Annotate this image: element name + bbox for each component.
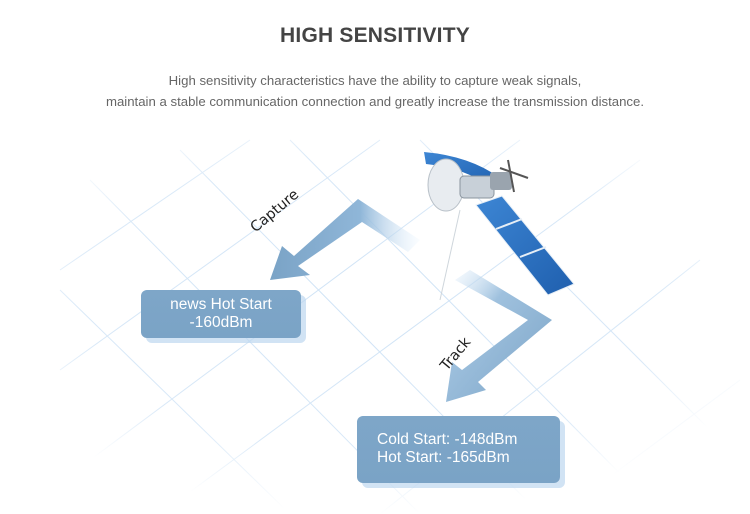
capture-box-line-1: news Hot Start [170,296,272,313]
track-sensitivity-box: Cold Start: -148dBm Hot Start: -165dBm [357,416,560,483]
track-box-line-2: Hot Start: -165dBm [377,449,510,466]
track-box-line-1: Cold Start: -148dBm [377,431,518,448]
description-line-1: High sensitivity characteristics have th… [168,73,582,88]
page-title: HIGH SENSITIVITY [280,24,470,47]
capture-arrow [270,199,420,280]
capture-sensitivity-box: news Hot Start -160dBm [141,290,301,338]
track-arrow [446,270,552,402]
page-description: High sensitivity characteristics have th… [0,70,750,112]
capture-box-line-2: -160dBm [189,314,253,331]
description-line-2: maintain a stable communication connecti… [105,94,645,109]
sensitivity-diagram: Capture Track news Hot Start -160dBm Col… [0,130,750,514]
satellite-icon [424,152,575,301]
